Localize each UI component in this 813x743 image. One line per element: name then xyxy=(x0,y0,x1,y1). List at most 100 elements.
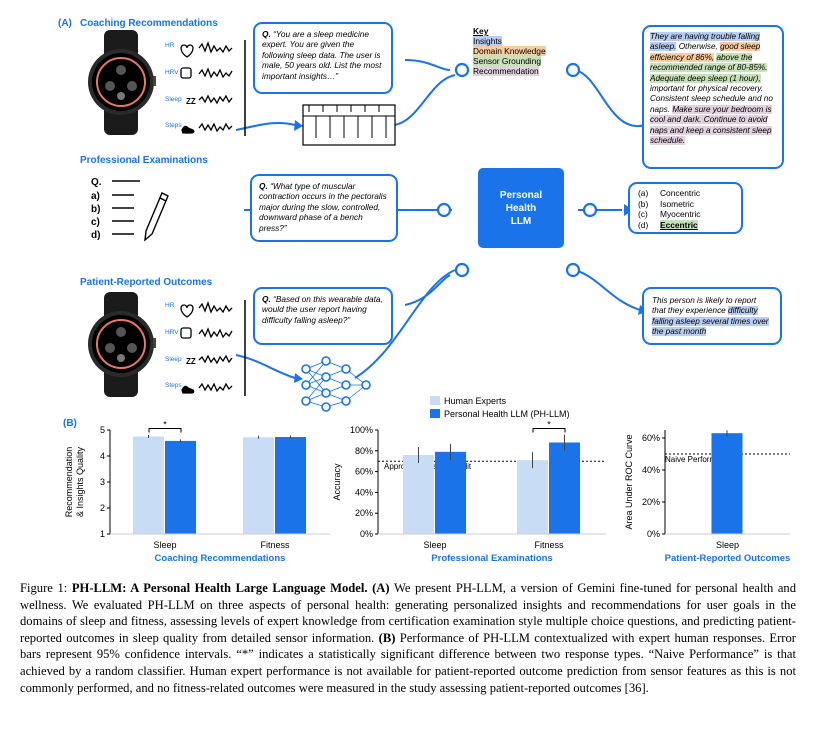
personal-health-llm-box: Personal Health LLM xyxy=(478,168,564,248)
significance-mark: * xyxy=(163,420,167,430)
answer-box-coaching: They are having trouble falling asleep. … xyxy=(642,25,784,169)
caption-b-label: (B) xyxy=(378,630,396,645)
panel-b-label: (B) xyxy=(63,418,77,429)
x-tick-label-fitness: Fitness xyxy=(260,540,290,550)
caption-a-label: (A) xyxy=(372,581,390,595)
answer3-text: This person is likely to report that the… xyxy=(652,296,772,338)
x-tick-label-sleep: Sleep xyxy=(716,540,739,550)
section-title-exams: Professional Examinations xyxy=(80,155,208,166)
bar-sleep-llm xyxy=(435,451,466,534)
exam-option-b: b) xyxy=(91,204,100,215)
chart-legend: Human Experts Personal Health LLM (PH-LL… xyxy=(430,395,570,421)
q2-text: “What type of muscular contraction occur… xyxy=(259,181,387,233)
caption-part-b: Performance of PH-LLM contextualized wit… xyxy=(20,630,796,695)
answer-box-exams: (a)Concentric (b)Isometric (c)Myocentric… xyxy=(628,182,743,234)
y-tick-label: 1 xyxy=(100,529,105,539)
sensor-label-sleep: Sleep xyxy=(165,96,182,103)
significance-bracket xyxy=(532,427,566,433)
caption-title: PH-LLM: A Personal Health Large Language… xyxy=(71,581,368,595)
y-tick-label: 40% xyxy=(355,487,373,497)
legend-label-llm: Personal Health LLM (PH-LLM) xyxy=(444,409,570,419)
zz-glyph: ZZ xyxy=(186,97,196,106)
sensor-label-hr-2: HR xyxy=(165,302,175,309)
y-axis-label: Area Under ROC Curve xyxy=(624,434,634,529)
choice-c-letter: (c) xyxy=(638,209,648,219)
sensor-label-steps-2: Steps xyxy=(165,382,182,389)
legend-swatch-llm xyxy=(430,409,440,418)
bar-sleep-llm xyxy=(711,433,743,534)
y-tick-label: 3 xyxy=(100,477,105,487)
reference-line-label: Naive Performance xyxy=(665,455,734,464)
y-tick-label: 5 xyxy=(100,425,105,435)
bar-fitness-llm xyxy=(549,442,580,534)
chart-title: Professional Examinations xyxy=(431,553,552,564)
smartwatch-icon xyxy=(88,30,156,135)
key-item-sensor: Sensor Grounding xyxy=(473,56,541,66)
x-tick-label-sleep: Sleep xyxy=(423,540,446,550)
bar-fitness-human xyxy=(517,460,548,534)
exam-option-d: d) xyxy=(91,230,100,241)
sensor-grid-icon xyxy=(302,104,396,146)
choice-a-text: Concentric xyxy=(660,188,701,198)
answer1-plain-1: Otherwise, xyxy=(678,42,718,52)
answer2-choices: (a)Concentric (b)Isometric (c)Myocentric… xyxy=(638,188,733,230)
exam-option-a: a) xyxy=(91,191,100,202)
section-title-pro: Patient-Reported Outcomes xyxy=(80,277,213,288)
sensor-label-hr: HR xyxy=(165,42,175,49)
exam-sheet-q: Q. xyxy=(91,177,102,188)
q1-text: “You are a sleep medicine expert. You ar… xyxy=(262,29,382,81)
zz-glyph-2: ZZ xyxy=(186,357,196,366)
chart-title: Coaching Recommendations xyxy=(155,553,286,564)
y-axis-label: Recommendation xyxy=(64,447,74,518)
bar-fitness-llm xyxy=(275,437,306,534)
section-title-coaching: Coaching Recommendations xyxy=(80,18,218,29)
y-tick-label: 20% xyxy=(355,508,373,518)
panel-a-label: (A) xyxy=(58,18,72,29)
choice-a-letter: (a) xyxy=(638,188,649,198)
question-bubble-coaching: Q. “You are a sleep medicine expert. You… xyxy=(253,22,393,94)
shoe-icon xyxy=(181,125,195,134)
choice-c-text: Myocentric xyxy=(660,209,701,219)
color-key: Key Insights Domain Knowledge Sensor Gro… xyxy=(472,26,547,76)
answer1-plain-2: important for physical recovery. Consist… xyxy=(650,84,773,114)
y-tick-label: 4 xyxy=(100,451,105,461)
question-bubble-exams: Q. “What type of muscular contraction oc… xyxy=(250,174,398,242)
caption-figlabel: Figure 1: xyxy=(20,581,68,595)
question-bubble-pro: Q. “Based on this wearable data, would t… xyxy=(253,287,393,345)
answer3-plain: This person is likely to report that the… xyxy=(652,296,757,316)
exam-sheet-icon: Q. a) b) c) d) xyxy=(91,177,169,242)
q1-prefix: Q. xyxy=(262,29,271,39)
legend-swatch-human xyxy=(430,396,440,405)
sensor-list-top: HR HRV Sleep Steps ZZ xyxy=(163,38,246,138)
answer1-sensor-2: Adequate deep sleep (1 hour), xyxy=(650,73,761,83)
y-tick-label: 0% xyxy=(647,529,660,539)
exam-option-c: c) xyxy=(91,217,100,228)
answer1-text: They are having trouble falling asleep. … xyxy=(650,32,776,146)
y-tick-label: 80% xyxy=(355,446,373,456)
y-tick-label: 0% xyxy=(360,529,373,539)
caption-part-a: We present PH-LLM, a version of Gemini f… xyxy=(20,581,797,645)
sensor-label-hrv-2: HRV xyxy=(165,329,179,336)
q2-prefix: Q. xyxy=(259,181,268,191)
y-axis-label: Accuracy xyxy=(332,463,342,501)
bar-sleep-llm xyxy=(165,440,196,534)
heart-icon xyxy=(180,44,194,58)
y-tick-label: 20% xyxy=(642,497,660,507)
neural-network-icon xyxy=(301,356,371,412)
y-tick-label: 100% xyxy=(350,425,373,435)
y-tick-label: 2 xyxy=(100,503,105,513)
sensor-label-steps: Steps xyxy=(165,122,182,129)
chart-title: Patient-Reported Outcomes xyxy=(665,553,791,564)
key-item-domain: Domain Knowledge xyxy=(473,46,546,56)
llm-line-2: Health xyxy=(505,202,537,214)
x-tick-label-sleep: Sleep xyxy=(153,540,176,550)
sensor-list-bottom: HR HRV Sleep Steps ZZ xyxy=(163,298,246,398)
q3-prefix: Q. xyxy=(262,294,271,304)
sensor-label-hrv: HRV xyxy=(165,69,179,76)
sensor-label-sleep-2: Sleep xyxy=(165,356,182,363)
x-tick-label-fitness: Fitness xyxy=(534,540,564,550)
q3-text: “Based on this wearable data, would the … xyxy=(262,294,383,325)
sensor-signals-bottom: ZZ xyxy=(180,300,246,396)
